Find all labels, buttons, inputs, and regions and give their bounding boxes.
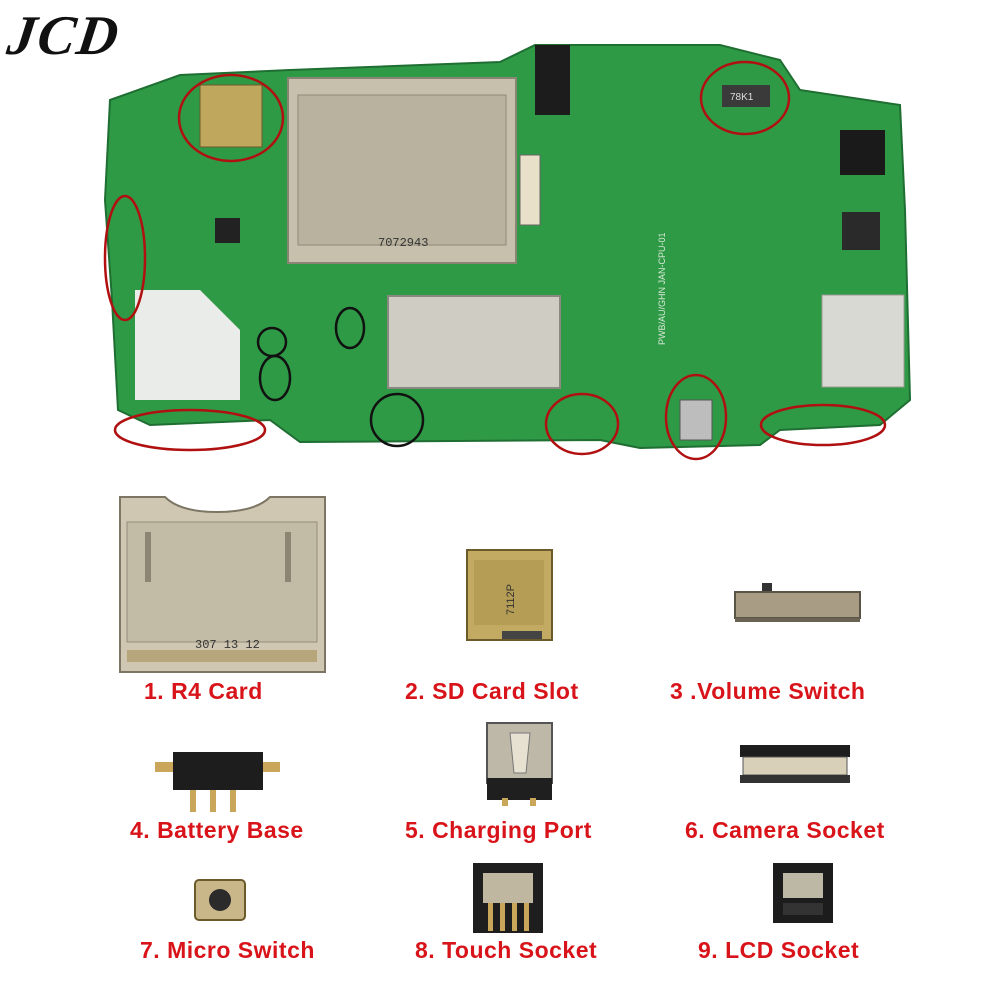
r4-card-image: 307 13 12 bbox=[119, 496, 326, 673]
sd-slot bbox=[199, 84, 263, 148]
motherboard-image: 7072943 78K1 PWB/AU/GHN JAN-CPU-01 bbox=[103, 44, 912, 461]
volume-switch-marking: 78K1 bbox=[730, 92, 754, 103]
label-sd-card-slot: 2. SD Card Slot bbox=[405, 678, 579, 704]
pcb-silkscreen: PWB/AU/GHN JAN-CPU-01 bbox=[657, 232, 667, 345]
chip bbox=[842, 212, 880, 250]
label-r4-card: 1. R4 Card bbox=[144, 678, 263, 704]
label-charging-port: 5. Charging Port bbox=[405, 817, 592, 843]
right-module bbox=[821, 294, 905, 388]
label-volume-switch: 3 .Volume Switch bbox=[670, 678, 866, 704]
highlight-chip bbox=[258, 354, 292, 402]
lcd-socket-image bbox=[773, 863, 833, 923]
camera-socket-image bbox=[740, 745, 850, 783]
highlight-right-switches bbox=[759, 403, 887, 447]
highlight-charging-port bbox=[664, 373, 728, 461]
label-touch-socket: 8. Touch Socket bbox=[415, 937, 598, 963]
highlight-volume-switch bbox=[699, 60, 791, 136]
highlight-left-connector bbox=[103, 194, 147, 322]
label-camera-socket: 6. Camera Socket bbox=[685, 817, 885, 843]
audio-jack bbox=[535, 45, 570, 115]
volume-switch-image bbox=[734, 583, 861, 622]
highlight-chip bbox=[369, 392, 425, 448]
chip bbox=[215, 218, 240, 243]
highlight-camera-socket bbox=[544, 392, 620, 456]
chip bbox=[840, 130, 885, 175]
highlight-left-switches bbox=[113, 408, 267, 452]
card-slot-marking: 7072943 bbox=[378, 236, 428, 250]
sd-slot-marking: 7112P bbox=[505, 584, 517, 615]
ribbon-connector bbox=[519, 154, 541, 226]
charging-port-part bbox=[679, 399, 713, 441]
r4-card-marking: 307 13 12 bbox=[195, 638, 260, 652]
label-battery-base: 4. Battery Base bbox=[130, 817, 304, 843]
battery-cutout bbox=[135, 290, 240, 400]
center-shield bbox=[387, 295, 561, 389]
label-micro-switch: 7. Micro Switch bbox=[140, 937, 315, 963]
touch-socket-image bbox=[473, 863, 543, 933]
label-lcd-socket: 9. LCD Socket bbox=[698, 937, 860, 963]
micro-switch-image bbox=[194, 879, 246, 921]
sd-card-slot-image: 7112P bbox=[466, 549, 553, 641]
highlight-sd-slot bbox=[177, 73, 285, 163]
battery-base-image bbox=[155, 752, 280, 812]
charging-port-image bbox=[486, 722, 553, 806]
highlight-chip bbox=[334, 306, 366, 350]
volume-switch-part bbox=[722, 85, 770, 107]
